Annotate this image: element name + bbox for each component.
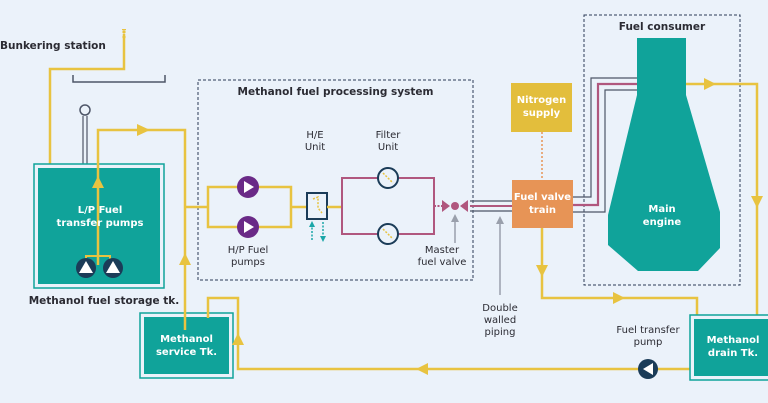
lp-pump-icon <box>76 258 96 278</box>
bunkering-bracket <box>72 75 166 83</box>
hp-pump-icon <box>237 216 259 238</box>
fuel-transfer-pump-label: Fuel transfer pump <box>616 325 680 348</box>
fuel-consumer-label: Fuel consumer <box>618 21 706 33</box>
fuel-consumer-boundary <box>583 14 741 286</box>
storage-tank-label: Methanol fuel storage tk. <box>28 295 180 307</box>
pointer-arrow-icon <box>451 214 459 222</box>
fuel-transfer-pump-icon <box>638 359 658 379</box>
vent-head-icon <box>79 104 91 116</box>
drain-tank <box>694 319 768 376</box>
double-walled-piping-label: Double walled piping <box>482 303 518 338</box>
he-unit-label: H/E Unit <box>304 130 326 153</box>
master-valve-label: Master fuel valve <box>417 245 467 268</box>
nitrogen-supply-label: Nitrogen supply <box>516 95 567 119</box>
filter-icon <box>377 223 399 245</box>
lp-pumps-label: L/P Fuel transfer pumps <box>56 205 144 229</box>
coolant-arrows-icon <box>309 221 326 242</box>
processing-system-label: Methanol fuel processing system <box>237 86 434 98</box>
processing-system-boundary <box>197 79 474 281</box>
drain-tank-label: Methanol drain Tk. <box>706 335 760 359</box>
pointer-arrow-icon <box>496 216 504 224</box>
hp-pumps-label: H/P Fuel pumps <box>227 245 269 268</box>
lp-pump-icon <box>103 258 123 278</box>
bunkering-connector-icon <box>122 29 126 39</box>
fuel-valve-train <box>512 180 573 228</box>
flow-arrow-icon <box>137 124 150 136</box>
flow-arrow-icon <box>92 176 104 188</box>
service-tank-label: Methanol service Tk. <box>155 334 218 358</box>
main-engine-label: Main engine <box>642 204 682 228</box>
flow-arrow-icon <box>751 196 763 208</box>
filter-unit-label: Filter Unit <box>375 130 401 153</box>
service-tank <box>144 317 229 374</box>
bunkering-station-label: Bunkering station <box>0 40 106 52</box>
drain-return-line <box>206 296 705 371</box>
main-engine <box>608 38 720 271</box>
filter-icon <box>377 167 399 189</box>
nitrogen-supply <box>511 83 572 132</box>
hp-pump-icon <box>237 176 259 198</box>
flow-arrow-icon <box>416 363 428 375</box>
fuel-valve-train-label: Fuel valve train <box>513 192 572 216</box>
flow-arrow-icon <box>613 292 625 304</box>
flow-arrow-icon <box>536 265 548 277</box>
flow-arrow-icon <box>704 78 716 90</box>
flow-arrow-icon <box>232 333 244 345</box>
master-valve-icon <box>442 200 468 212</box>
bunkering-line <box>48 34 126 167</box>
flow-arrow-icon <box>179 253 191 265</box>
